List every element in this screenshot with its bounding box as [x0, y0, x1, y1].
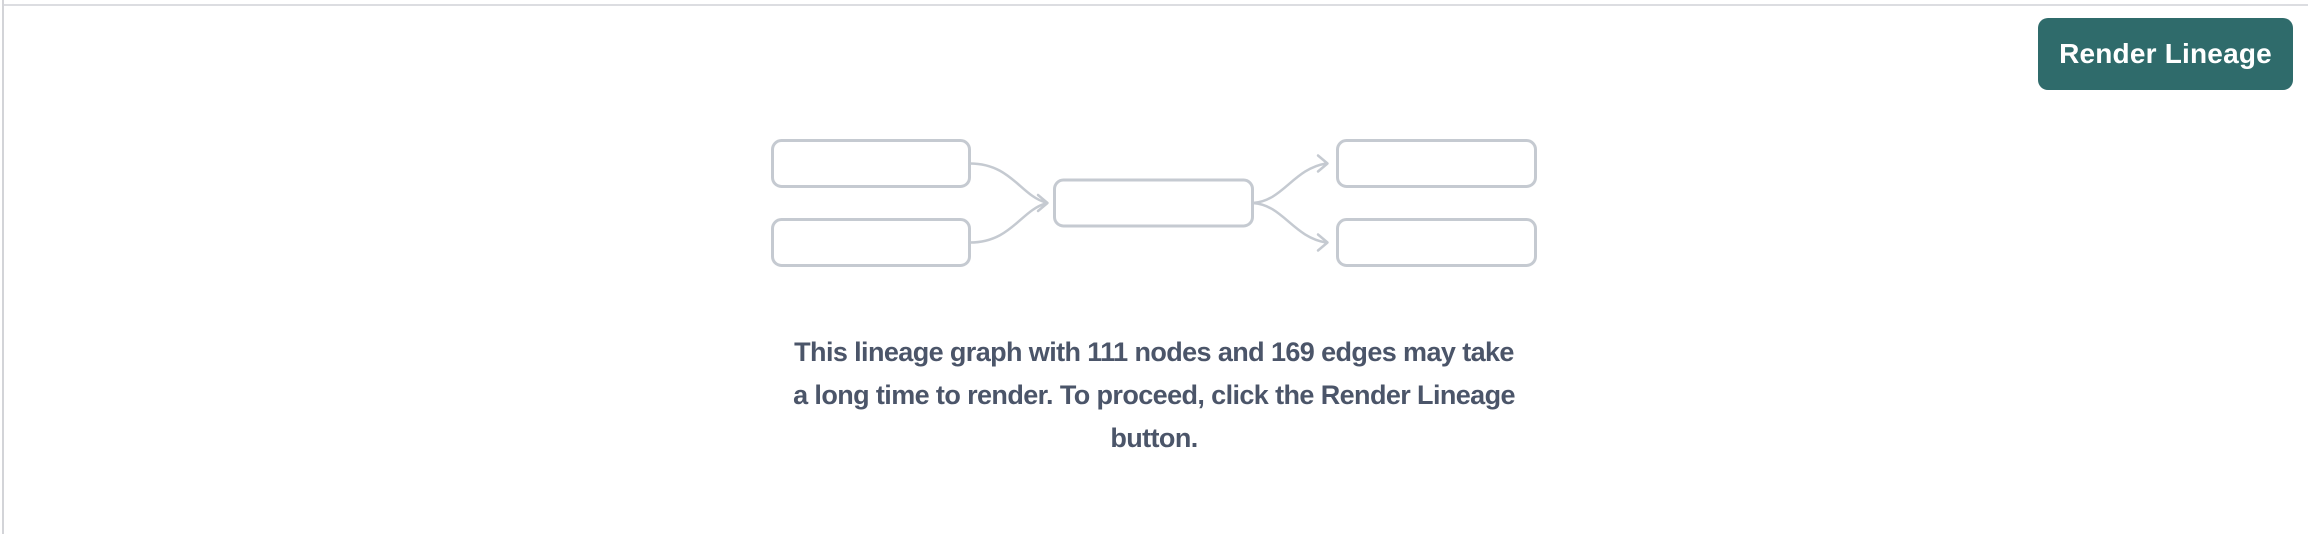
graph-arrowhead — [1316, 154, 1329, 173]
message-line-2: a long time to render. To proceed, click… — [793, 380, 1515, 410]
render-lineage-button[interactable]: Render Lineage — [2038, 18, 2293, 90]
top-border-divider — [4, 4, 2308, 6]
lineage-placeholder-graphic — [771, 139, 1537, 267]
graph-node-box — [1336, 218, 1537, 267]
message-line-3: button. — [1110, 423, 1198, 453]
graph-arrowhead — [1316, 233, 1329, 252]
graph-edge — [1251, 201, 1328, 244]
render-warning-message: This lineage graph with 111 nodes and 16… — [793, 331, 1515, 460]
graph-node-box — [771, 139, 971, 188]
graph-node-box — [771, 218, 971, 267]
graph-node-box — [1336, 139, 1537, 188]
graph-arrowhead — [1036, 193, 1049, 213]
lineage-panel: This lineage graph with 111 nodes and 16… — [771, 139, 1537, 460]
graph-node-box — [1053, 178, 1254, 228]
graph-edge — [968, 202, 1048, 244]
message-line-1: This lineage graph with 111 nodes and 16… — [794, 337, 1514, 367]
left-border-divider — [2, 0, 4, 534]
lineage-graph-icon — [771, 139, 1537, 267]
graph-edge — [968, 162, 1048, 204]
graph-edge — [1251, 162, 1328, 205]
